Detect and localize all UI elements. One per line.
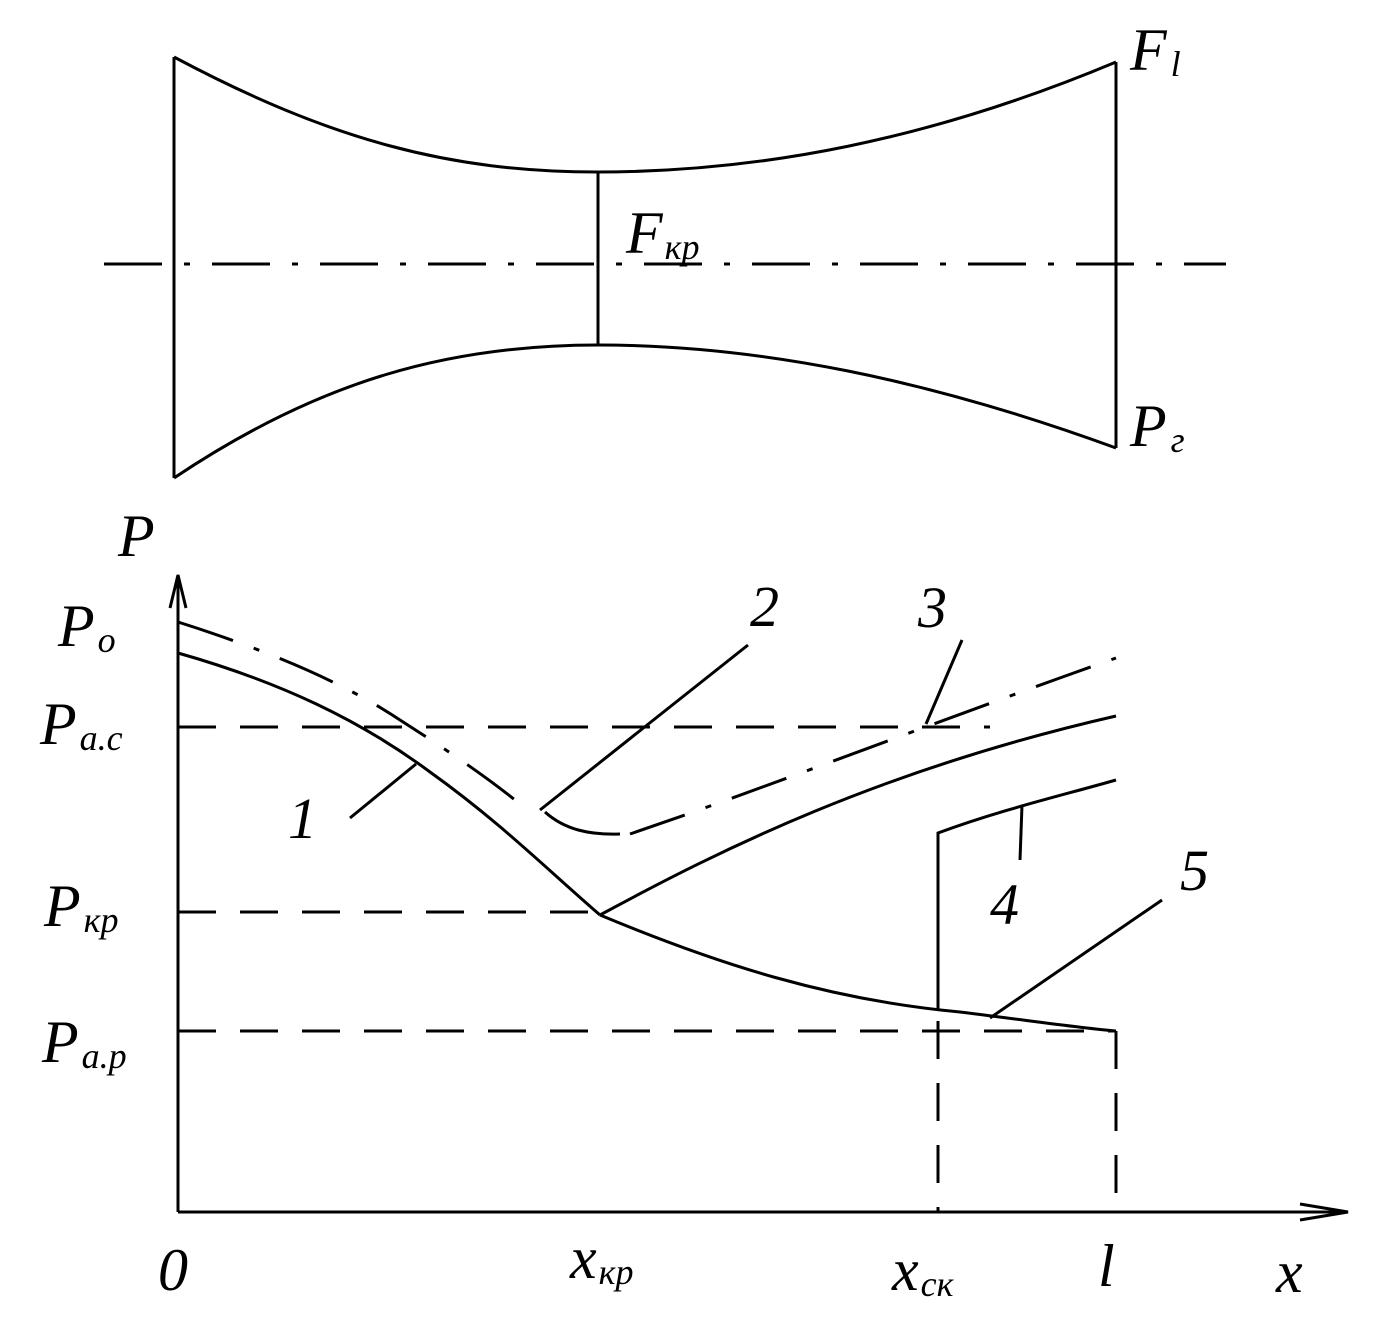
curve-number-3: 3 [917, 575, 947, 640]
curve-5 [599, 913, 1117, 1033]
level-label-p-a-p: Pa.p [41, 1009, 127, 1076]
curve-number-4: 4 [990, 872, 1019, 937]
level-label-p-kr: Pкр [43, 873, 119, 940]
y-axis-arrow [168, 574, 188, 609]
throat-area-label: Fкр [625, 200, 700, 267]
leader-4 [1018, 804, 1024, 861]
leader-2 [539, 643, 749, 812]
pressure-graph: 1 2 3 4 5 P x Po Pa.c Pкр Pa.p 0 xкр xск… [39, 503, 1349, 1305]
curve-3-recovery [629, 656, 1117, 836]
leader-3 [924, 639, 964, 725]
x-tick-l: l [1098, 1233, 1115, 1299]
curve-number-2: 2 [750, 574, 779, 639]
curve-3 [177, 620, 516, 802]
curve-number-5: 5 [1180, 838, 1209, 903]
curve-1 [177, 651, 601, 917]
level-label-p-a-c: Pa.c [39, 691, 123, 758]
curve-4 [936, 778, 1117, 1010]
leader-5 [989, 898, 1163, 1020]
x-axis-label: x [1275, 1239, 1303, 1305]
x-tick-x-sk: xск [891, 1237, 955, 1304]
x-tick-x-kr: xкр [569, 1225, 633, 1292]
nozzle-lower-wall [173, 343, 1117, 480]
level-label-p0: Po [57, 593, 116, 660]
x-axis-arrow [1299, 1202, 1349, 1222]
x-tick-0: 0 [158, 1237, 188, 1303]
curve-2 [543, 810, 621, 836]
curve-subsonic-branch [599, 714, 1117, 917]
curve-number-1: 1 [288, 786, 317, 851]
nozzle-upper-wall [173, 55, 1117, 174]
leader-1 [349, 762, 417, 820]
y-axis-label: P [117, 503, 155, 569]
